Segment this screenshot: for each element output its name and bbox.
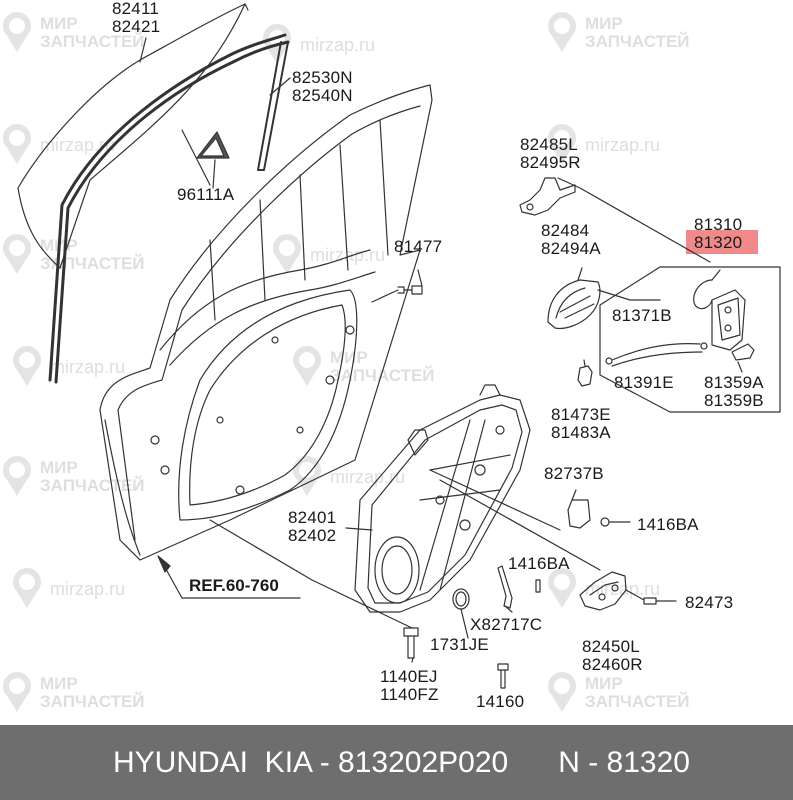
inside-handle <box>547 279 601 330</box>
part-label: 1416BA <box>508 554 570 573</box>
watermark-url: mirzap.ru <box>330 467 406 487</box>
door-glass <box>17 3 246 269</box>
part-label: 81310 <box>694 215 743 234</box>
watermark-line1: МИР <box>40 458 78 477</box>
part-label: 81473E 81483A <box>551 405 611 442</box>
watermark-line2: ЗАПЧАСТЕЙ <box>40 32 145 51</box>
part-label-highlighted: 81320 <box>694 233 743 252</box>
part-label: 82530N 82540N <box>292 68 353 105</box>
watermark-line2: ЗАПЧАСТЕЙ <box>330 366 435 385</box>
part-label: 82473 <box>685 593 734 612</box>
part-label: 82411 82421 <box>112 0 161 36</box>
part-label: 81391E <box>614 373 674 392</box>
pin-logo-icon <box>548 124 576 164</box>
pin-logo-icon <box>548 568 576 608</box>
part-label: 81359A 81359B <box>704 373 764 410</box>
watermark-line2: ЗАПЧАСТЕЙ <box>40 692 145 711</box>
watermark-url: mirzap.ru <box>585 135 661 155</box>
door-shell <box>99 84 433 561</box>
hinge-bracket <box>519 177 576 216</box>
part-label: 82401 82402 <box>288 508 337 545</box>
watermark: mirzap.ru <box>0 124 115 166</box>
part-label: X82717C <box>470 615 543 634</box>
watermark: mirzap.ru <box>10 568 125 610</box>
pin-logo-icon <box>3 124 31 164</box>
pin-logo-icon <box>263 24 291 64</box>
watermark-line1: МИР <box>585 14 623 33</box>
watermark-url: mirzap.ru <box>40 135 116 155</box>
watermark: mirzap.ru <box>545 568 660 610</box>
bolt-1140EJ <box>403 627 419 637</box>
highlight-box <box>686 230 758 254</box>
watermark-url: mirzap.ru <box>300 35 376 55</box>
glass-run-channel <box>48 33 287 382</box>
pin-logo-icon <box>3 456 31 496</box>
part-label: 1731JE <box>430 635 489 654</box>
part-label: 14160 <box>476 692 525 711</box>
pin-logo-icon <box>293 346 321 386</box>
pin-logo-icon <box>13 346 41 386</box>
part-label: 82737B <box>544 464 604 483</box>
watermark: mirzap.ru <box>290 456 405 498</box>
part-label: 81477 <box>394 237 443 256</box>
part-label: 1416BA <box>637 515 699 534</box>
part-label: 82485L 82495R <box>520 135 581 172</box>
bracket-82737B <box>567 499 591 529</box>
watermark: mirzap.ru <box>260 24 375 66</box>
reference-label: REF.60-760 <box>189 576 279 595</box>
door-latch <box>711 289 746 351</box>
pin-logo-icon <box>548 12 576 52</box>
part-label: 96111A <box>177 185 235 204</box>
part-number-caption: HYUNDAI KIA - 813202P020 N - 81320 <box>113 745 690 779</box>
part-label: 82450L 82460R <box>582 637 643 674</box>
part-label: 82484 82494A <box>541 221 601 258</box>
latch-cap <box>731 343 755 361</box>
watermark-url: mirzap.ru <box>50 579 126 599</box>
watermark-line1: МИР <box>585 674 623 693</box>
part-label: 81371B <box>612 306 672 325</box>
watermark-url: mirzap.ru <box>50 357 126 377</box>
pin-logo-icon <box>3 672 31 712</box>
screw-14160 <box>497 663 509 671</box>
cable-81391E <box>611 351 703 367</box>
exploded-view-drawing <box>17 3 781 689</box>
part-label: 1140EJ 1140FZ <box>380 667 439 704</box>
bracket-X82717C <box>497 565 513 609</box>
watermark: mirzap.ru <box>10 346 125 388</box>
window-regulator <box>579 571 627 611</box>
pin-logo-icon <box>293 456 321 496</box>
watermark-line2: ЗАПЧАСТЕЙ <box>585 32 690 51</box>
pin-logo-icon <box>273 234 301 274</box>
bolt-81477 <box>411 285 423 295</box>
watermark-line1: МИР <box>330 348 368 367</box>
watermark-url: mirzap.ru <box>585 579 661 599</box>
watermark-line1: МИР <box>40 14 78 33</box>
watermark-line2: ЗАПЧАСТЕЙ <box>585 692 690 711</box>
rod-clip <box>577 365 593 387</box>
pin-logo-icon <box>548 672 576 712</box>
pin-logo-icon <box>3 234 31 274</box>
footer-bar: HYUNDAI KIA - 813202P020 N - 81320 <box>0 725 793 800</box>
pin-logo-icon <box>13 568 41 608</box>
pin-logo-icon <box>3 12 31 52</box>
latch-group-box <box>599 266 781 413</box>
watermark: mirzap.ru <box>545 124 660 166</box>
watermark-line1: МИР <box>40 674 78 693</box>
cable-81371B <box>611 343 701 361</box>
watermark-line2: ЗАПЧАСТЕЙ <box>40 476 145 495</box>
watermark-line2: ЗАПЧАСТЕЙ <box>40 254 145 273</box>
